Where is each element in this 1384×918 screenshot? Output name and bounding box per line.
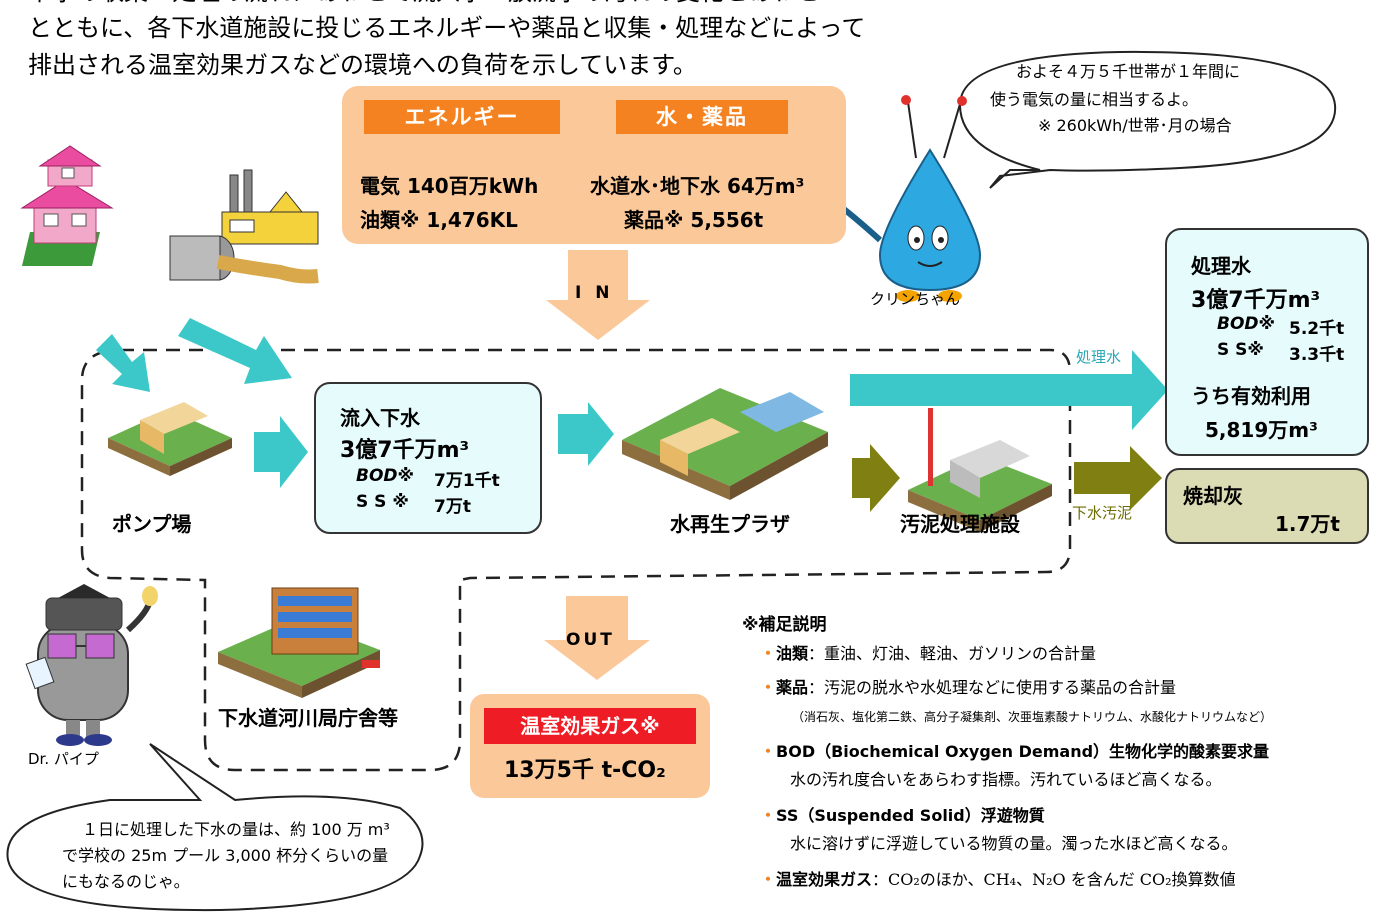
in-arrow <box>546 250 650 340</box>
sludge-to-ash-arrow <box>1074 446 1162 510</box>
ash-title: 焼却灰 <box>1183 484 1243 508</box>
inflow-sewage-box: 流入下水 3億7千万m³ BOD※ 7万1千t S S ※ 7万t <box>314 382 542 534</box>
treated-bod-value: 5.2千t <box>1289 319 1345 339</box>
diag-arrow-1 <box>96 334 150 392</box>
water-value: 水道水･地下水 64万m³ <box>590 174 805 198</box>
office-label: 下水道河川局庁舎等 <box>218 706 398 730</box>
house-illustration <box>20 145 114 266</box>
diag-arrow-2 <box>178 318 292 384</box>
ghg-value: 13万5千 t-CO₂ <box>504 758 666 783</box>
dr-pipe-name: Dr. パイプ <box>28 750 99 768</box>
reuse-value: 5,819万m³ <box>1205 418 1318 442</box>
plaza-to-sludge-arrow <box>852 444 900 512</box>
note-bod-term: BOD（Biochemical Oxygen Demand）生物化学的酸素要求量 <box>776 742 1270 761</box>
note-chem-detail: （消石灰、塩化第二鉄、高分子凝集剤、次亜塩素酸ナトリウム、水酸化ナトリウムなど） <box>792 710 1273 724</box>
inflow-bod-label: BOD※ <box>356 466 415 486</box>
treated-ss-label: S S※ <box>1217 340 1264 360</box>
speech-bottom-line-3: にもなるのじゃ。 <box>62 872 190 891</box>
energy-header: エネルギー <box>364 100 560 134</box>
note-chem-desc: ：汚泥の脱水や水処理などに使用する薬品の合計量 <box>808 678 1177 697</box>
sludge-facility-label: 汚泥処理施設 <box>900 512 1020 536</box>
inflow-ss-label: S S ※ <box>356 492 409 512</box>
notes-title: ※補足説明 <box>742 615 827 635</box>
sludge-facility-illustration <box>908 408 1052 532</box>
treated-water-flow-label: 処理水 <box>1076 348 1122 366</box>
oil-value: 油類※ 1,476KL <box>360 208 518 232</box>
water-plaza-label: 水再生プラザ <box>670 512 790 536</box>
office-illustration <box>218 587 380 698</box>
treated-water-arrow <box>850 350 1168 430</box>
out-arrow <box>544 596 650 680</box>
treated-water-box: 処理水 3億7千万m³ BOD※ 5.2千t S S※ 3.3千t うち有効利用… <box>1165 228 1369 456</box>
note-chem-term: 薬品 <box>776 678 809 697</box>
inflow-title: 流入下水 <box>340 406 420 430</box>
ash-value: 1.7万t <box>1275 512 1340 536</box>
chemical-value: 薬品※ 5,556t <box>624 208 764 232</box>
dr-pipe-character <box>25 584 158 746</box>
kurin-chan-name: クリンちゃん <box>870 290 961 308</box>
speech-bottom-line-2: で学校の 25m プール 3,000 杯分くらいの量 <box>62 846 389 865</box>
pump-station-label: ポンプ場 <box>112 512 192 536</box>
speech-bubble-bottom <box>6 743 424 912</box>
note-oil-desc: ：重油、灯油、軽油、ガソリンの合計量 <box>808 644 1097 663</box>
incineration-ash-box: 焼却灰 1.7万t <box>1165 468 1369 544</box>
water-chemical-header: 水・薬品 <box>616 100 788 134</box>
pump-station-illustration <box>108 402 232 476</box>
in-label: I N <box>575 283 614 303</box>
speech-top-line-3: ※ 260kWh/世帯･月の場合 <box>1038 116 1232 135</box>
note-ghg-desc: ：CO₂のほか、CH₄、N₂O を含んだ CO₂換算数値 <box>872 870 1236 889</box>
treated-bod-label: BOD※ <box>1217 314 1276 334</box>
note-bod-desc: 水の汚れ度合いをあらわす指標。汚れているほど高くなる。 <box>790 770 1222 789</box>
note-ss: ・SS（Suspended Solid）浮遊物質 <box>760 806 1045 825</box>
electricity-value: 電気 140百万kWh <box>360 174 539 198</box>
note-chemical: ・薬品：汚泥の脱水や水処理などに使用する薬品の合計量 <box>760 678 1177 697</box>
intro-line-0: 下水の収集・処理の流れにあわせて流入水・放流水の汚れの変化とあわせ <box>28 0 958 10</box>
factory-illustration <box>169 169 319 284</box>
kurin-chan-character <box>838 95 982 302</box>
note-ss-term: SS（Suspended Solid）浮遊物質 <box>776 806 1045 825</box>
inflow-bod-value: 7万1千t <box>434 471 500 491</box>
speech-top-line-2: 使う電気の量に相当するよ。 <box>990 90 1199 109</box>
facility-boundary <box>80 348 1072 772</box>
note-ss-desc: 水に溶けずに浮遊している物質の量。濁った水ほど高くなる。 <box>790 834 1238 853</box>
treated-ss-value: 3.3千t <box>1289 345 1345 365</box>
note-ghg: ・温室効果ガス：CO₂のほか、CH₄、N₂O を含んだ CO₂換算数値 <box>760 870 1236 889</box>
inflow-volume: 3億7千万m³ <box>340 438 470 463</box>
treated-title: 処理水 <box>1191 254 1251 278</box>
intro-text: 下水の収集・処理の流れにあわせて流入水・放流水の汚れの変化とあわせ とともに、各… <box>28 0 958 84</box>
intro-line-2: 排出される温室効果ガスなどの環境への負荷を示しています。 <box>28 51 697 79</box>
speech-bottom-line-1: １日に処理した下水の量は、約 100 万 m³ <box>82 820 390 839</box>
pump-to-inflow-arrow <box>254 416 308 488</box>
inflow-ss-value: 7万t <box>434 497 471 517</box>
treated-volume: 3億7千万m³ <box>1191 288 1321 313</box>
intro-line-1: とともに、各下水道施設に投じるエネルギーや薬品と収集・処理などによって <box>28 14 866 42</box>
note-ghg-term: 温室効果ガス <box>776 870 873 889</box>
input-resources-box: エネルギー 水・薬品 電気 140百万kWh 油類※ 1,476KL 水道水･地… <box>342 86 846 244</box>
speech-top-line-1: およそ４万５千世帯が１年間に <box>1016 62 1241 81</box>
inflow-to-plaza-arrow <box>558 402 614 466</box>
sludge-flow-label: 下水汚泥 <box>1072 504 1133 522</box>
note-bod: ・BOD（Biochemical Oxygen Demand）生物化学的酸素要求… <box>760 742 1270 761</box>
ghg-header: 温室効果ガス※ <box>484 708 696 744</box>
note-oil: ・油類：重油、灯油、軽油、ガソリンの合計量 <box>760 644 1097 663</box>
out-label: OUT <box>566 630 615 650</box>
note-oil-term: 油類 <box>776 644 809 663</box>
reuse-title: うち有効利用 <box>1191 384 1311 408</box>
water-plaza-illustration <box>622 388 828 500</box>
